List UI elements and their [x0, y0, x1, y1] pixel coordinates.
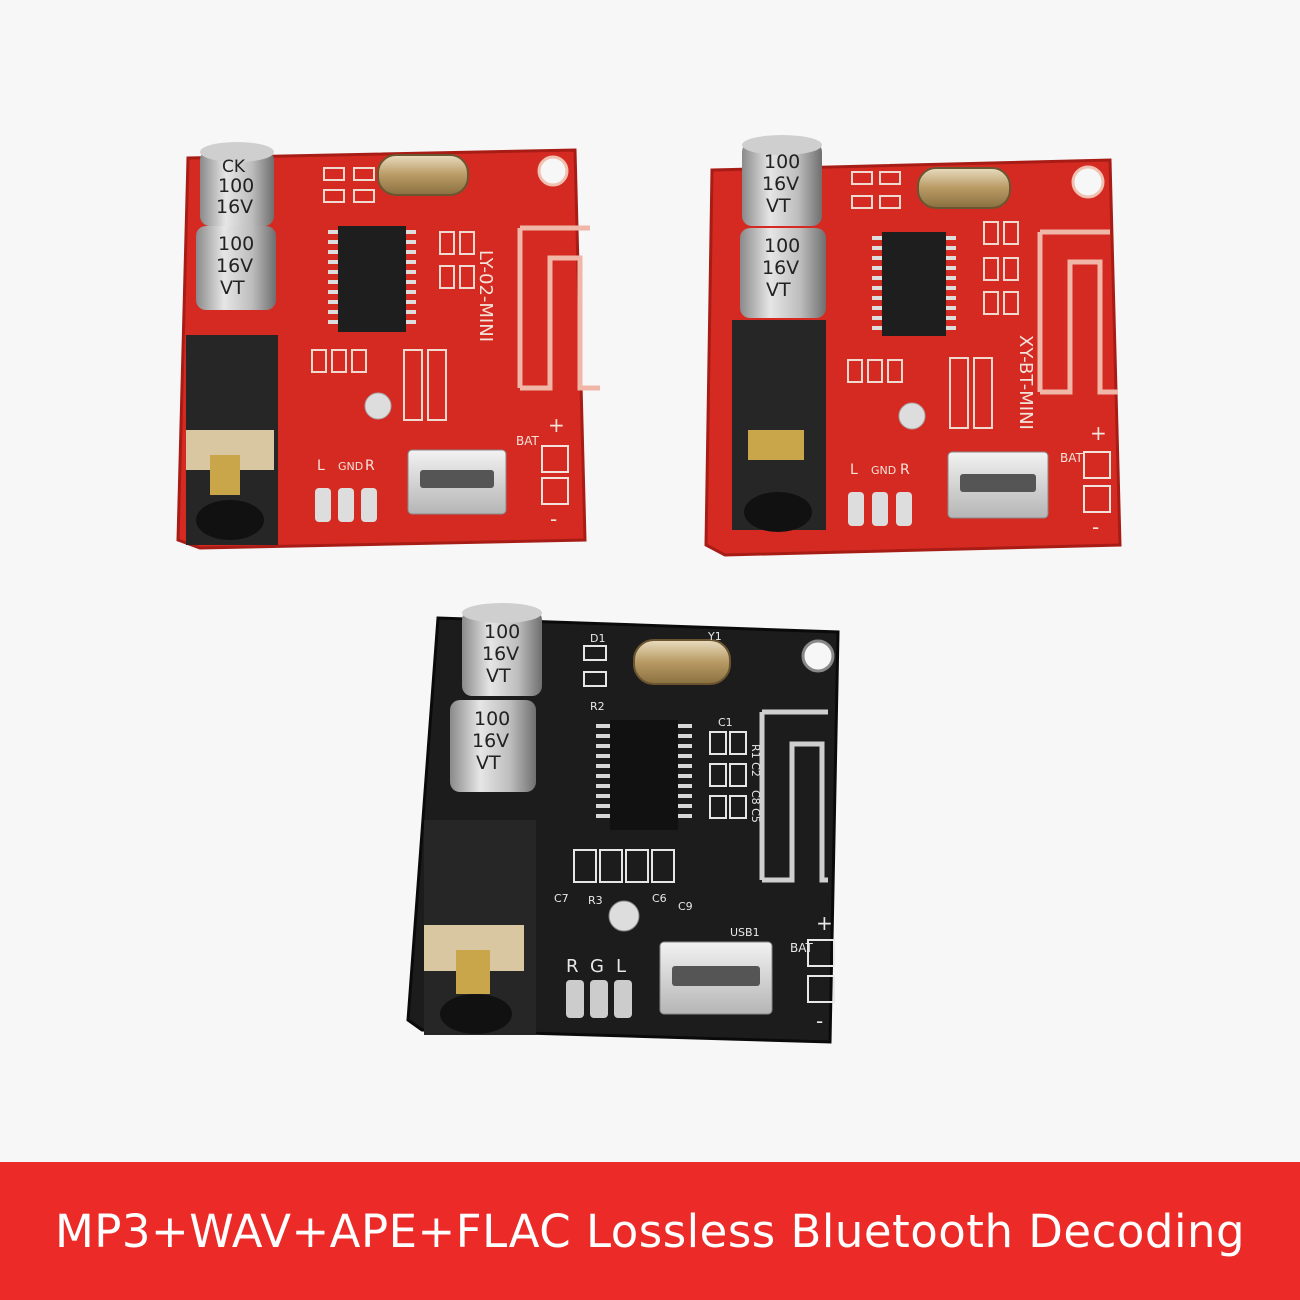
pin-label-gnd: GND: [871, 464, 896, 477]
cap-text-line1: 100: [474, 708, 510, 730]
ref-c8c5: C8 C5: [749, 790, 762, 823]
cap-text-line3: 16V: [216, 196, 253, 218]
crystal-left: [377, 154, 469, 196]
cap-text-line3: VT: [486, 665, 511, 687]
model-label-right: XY-BT-MINI: [1015, 335, 1036, 430]
cap-text-line1: 100: [218, 233, 254, 255]
capacitor-bottom-left: 100 16V VT: [196, 226, 276, 310]
bluetooth-board-right: 100 16V VT 100 16V VT: [704, 135, 1122, 557]
ref-d1: D1: [590, 632, 605, 645]
audio-jack-right: [732, 320, 826, 532]
pin-label-r: R: [365, 458, 375, 474]
smd-parts-black: [573, 645, 747, 883]
pin-pads-left: L GND R: [315, 458, 377, 522]
pin-label-l: L: [616, 956, 626, 977]
bat-label: BAT: [1060, 451, 1084, 465]
caption-banner: MP3+WAV+APE+FLAC Lossless Bluetooth Deco…: [0, 1162, 1300, 1300]
bat-minus: -: [1092, 515, 1099, 539]
audio-jack-black: [424, 820, 536, 1035]
smd-parts-left: [311, 167, 475, 421]
cap-text-line2: 16V: [762, 173, 799, 195]
cap-text-line1: 100: [764, 235, 800, 257]
bluetooth-board-black: 100 16V VT 100 16V VT: [406, 603, 840, 1044]
capacitor-bottom-black: 100 16V VT: [450, 700, 536, 792]
cap-text-line2: 16V: [482, 643, 519, 665]
caption-text: MP3+WAV+APE+FLAC Lossless Bluetooth Deco…: [54, 1204, 1246, 1258]
pin-label-r: R: [566, 956, 579, 977]
pin-label-l: L: [850, 462, 858, 478]
cap-text-line3: VT: [766, 279, 791, 301]
antenna-right: [1037, 229, 1118, 395]
cap-text-line3: VT: [476, 752, 501, 774]
ref-c1: C1: [718, 716, 733, 729]
model-label-left: LY-02-MINI: [475, 250, 496, 342]
bat-minus: -: [816, 1009, 823, 1033]
pin-pads-right: L GND R: [848, 462, 912, 526]
cap-text-line2: 100: [218, 175, 254, 197]
center-hole-left: [364, 392, 392, 420]
micro-usb-right: [947, 451, 1049, 519]
ref-y1: Y1: [707, 630, 722, 643]
bat-minus: -: [550, 507, 557, 531]
pin-pads-black: R G L: [566, 956, 632, 1018]
capacitor-top-black: 100 16V VT: [462, 603, 542, 696]
pin-label-g: G: [590, 956, 604, 977]
bat-label: BAT: [516, 434, 540, 448]
mount-hole-left: [537, 155, 569, 187]
smd-parts-right: [847, 171, 1019, 429]
ref-r3: R3: [588, 894, 603, 907]
cap-text-line2: 16V: [762, 257, 799, 279]
bluetooth-board-left: CK 100 16V 100 16V VT: [176, 142, 600, 550]
capacitor-top-left: CK 100 16V: [200, 142, 274, 226]
pin-label-l: L: [317, 458, 325, 474]
cap-text-line3: VT: [220, 277, 245, 299]
chip-left: [328, 226, 416, 332]
ref-c6: C6: [652, 892, 667, 905]
battery-pads-right: BAT + -: [1060, 421, 1111, 539]
bat-plus: +: [816, 911, 833, 935]
micro-usb-black: [659, 941, 773, 1015]
ref-usb1: USB1: [730, 926, 760, 939]
antenna-black: [759, 709, 828, 883]
antenna-left: [517, 225, 600, 391]
center-hole-black: [608, 900, 640, 932]
chip-black: [596, 720, 692, 830]
cap-text-line3: VT: [766, 195, 791, 217]
cap-text-line2: 16V: [216, 255, 253, 277]
audio-jack-left: [186, 335, 278, 545]
micro-usb-left: [407, 449, 507, 515]
capacitor-bottom-right: 100 16V VT: [740, 228, 826, 318]
capacitor-top-right: 100 16V VT: [742, 135, 822, 226]
chip-right: [872, 232, 956, 336]
ref-c7: C7: [554, 892, 569, 905]
silkscreen-refs-black: D1 Y1 R2 C1 R1 C2 C8 C5 C7 R3 C6 C9 USB1: [554, 630, 762, 939]
center-hole-right: [898, 402, 926, 430]
product-photo: CK 100 16V 100 16V VT: [176, 135, 1122, 1044]
crystal-right: [917, 167, 1011, 209]
pin-label-r: R: [900, 462, 910, 478]
battery-pads-black: BAT + -: [790, 911, 835, 1033]
cap-text-line1: 100: [764, 151, 800, 173]
pcb-left: [176, 148, 587, 550]
battery-pads-left: BAT + -: [516, 413, 569, 531]
ref-r1c2: R1 C2: [749, 744, 762, 777]
cap-text-line1: 100: [484, 621, 520, 643]
cap-text-line1: CK: [222, 157, 246, 177]
ref-c9: C9: [678, 900, 693, 913]
bat-label: BAT: [790, 941, 814, 955]
mount-hole-black: [801, 639, 835, 673]
crystal-black: [633, 639, 731, 685]
bat-plus: +: [548, 413, 565, 437]
pin-label-gnd: GND: [338, 460, 363, 473]
bat-plus: +: [1090, 421, 1107, 445]
ref-r2: R2: [590, 700, 605, 713]
mount-hole-right: [1071, 165, 1105, 199]
cap-text-line2: 16V: [472, 730, 509, 752]
